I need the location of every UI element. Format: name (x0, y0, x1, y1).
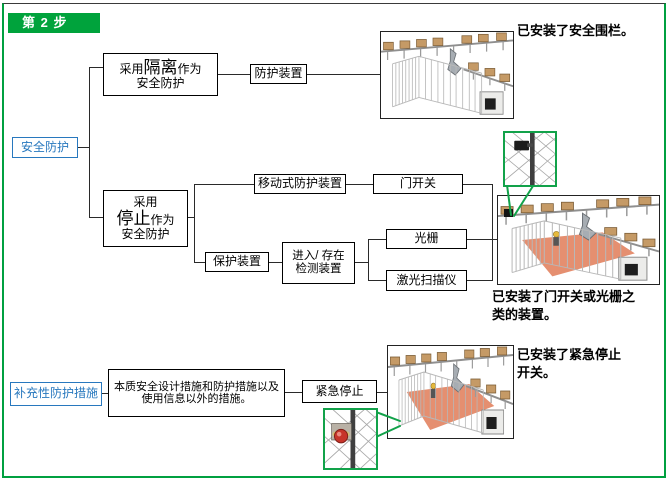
connector (90, 217, 103, 218)
stop-safeguard-box: 采用 停止作为 安全防护 (103, 190, 188, 247)
connector (90, 67, 103, 68)
guard-device-box: 防护装置 (250, 64, 307, 84)
isolation-safeguard-box: 采用隔离作为 安全防护 (103, 53, 218, 96)
detection-line2: 检测装置 (295, 263, 342, 275)
protective-device-box: 保护装置 (205, 252, 269, 272)
door-switch-inset (503, 131, 557, 187)
laser-scanner-box: 激光扫描仪 (386, 270, 467, 291)
door-switch-box: 门开关 (373, 174, 463, 194)
connector (368, 239, 386, 240)
movable-guard-box: 移动式防护装置 (254, 174, 346, 194)
connector (377, 392, 387, 393)
emergency-stop-inset (323, 408, 378, 470)
connector (269, 262, 282, 263)
door-or-curtain-caption: 已安装了门开关或光栅之 类的装置。 (492, 288, 635, 323)
supplementary-description-box: 本质安全设计措施和防护措施以及 使用信息以外的措施。 (108, 369, 285, 417)
supplementary-desc-line1: 本质安全设计措施和防护措施以及 (114, 380, 279, 393)
connector (307, 74, 380, 75)
door-or-curtain-caption-line2: 类的装置。 (492, 306, 558, 322)
connector (188, 217, 195, 218)
supplementary-measures-node: 补充性防护措施 (10, 382, 102, 406)
estop-caption-line1: 已安装了紧急停止 (517, 347, 622, 362)
door-or-curtain-caption-line1: 已安装了门开关或光栅之 (492, 289, 636, 304)
connector (195, 184, 254, 185)
isolation-post: 作为 (177, 62, 202, 77)
estop-caption-line2: 开关。 (517, 364, 557, 380)
emergency-stop-photo (387, 345, 514, 439)
light-curtain-box: 光栅 (386, 229, 467, 249)
connector (368, 280, 386, 281)
door-switch-marker (504, 209, 513, 217)
detection-line1: 进入/ 存在 (292, 250, 345, 263)
stop-line1: 采用 (133, 194, 158, 209)
connector (354, 262, 368, 263)
connector (467, 280, 492, 281)
safety-fence-photo (380, 31, 514, 119)
connector (462, 184, 492, 185)
fence-caption-text: 已安装了安全围栏。 (517, 23, 635, 38)
connector (285, 392, 302, 393)
stop-post: 作为 (150, 212, 175, 227)
stop-line3: 安全防护 (121, 227, 170, 242)
emergency-stop-box: 紧急停止 (302, 380, 377, 403)
page-border (2, 3, 666, 478)
step-label: 第 2 步 (8, 13, 100, 33)
stop-emphasis: 停止 (116, 208, 151, 228)
connector (89, 67, 90, 218)
estop-caption: 已安装了紧急停止 开关。 (517, 346, 621, 381)
isolation-emphasis: 隔离 (143, 58, 178, 78)
connector (467, 239, 497, 240)
supplementary-desc-line2: 使用信息以外的措施。 (141, 393, 252, 405)
connector (368, 239, 369, 281)
fence-caption: 已安装了安全围栏。 (517, 22, 634, 40)
connector (194, 184, 195, 263)
connector (101, 393, 108, 394)
isolation-pre: 采用 (119, 62, 144, 77)
connector (492, 184, 493, 281)
door-switch-photo (497, 195, 660, 285)
connector (218, 74, 250, 75)
connector (345, 184, 373, 185)
connector (195, 262, 205, 263)
safety-protection-node: 安全防护 (12, 137, 78, 158)
presence-detection-box: 进入/ 存在 检测装置 (282, 242, 355, 284)
isolation-line2: 安全防护 (136, 76, 185, 91)
connector (78, 147, 90, 148)
